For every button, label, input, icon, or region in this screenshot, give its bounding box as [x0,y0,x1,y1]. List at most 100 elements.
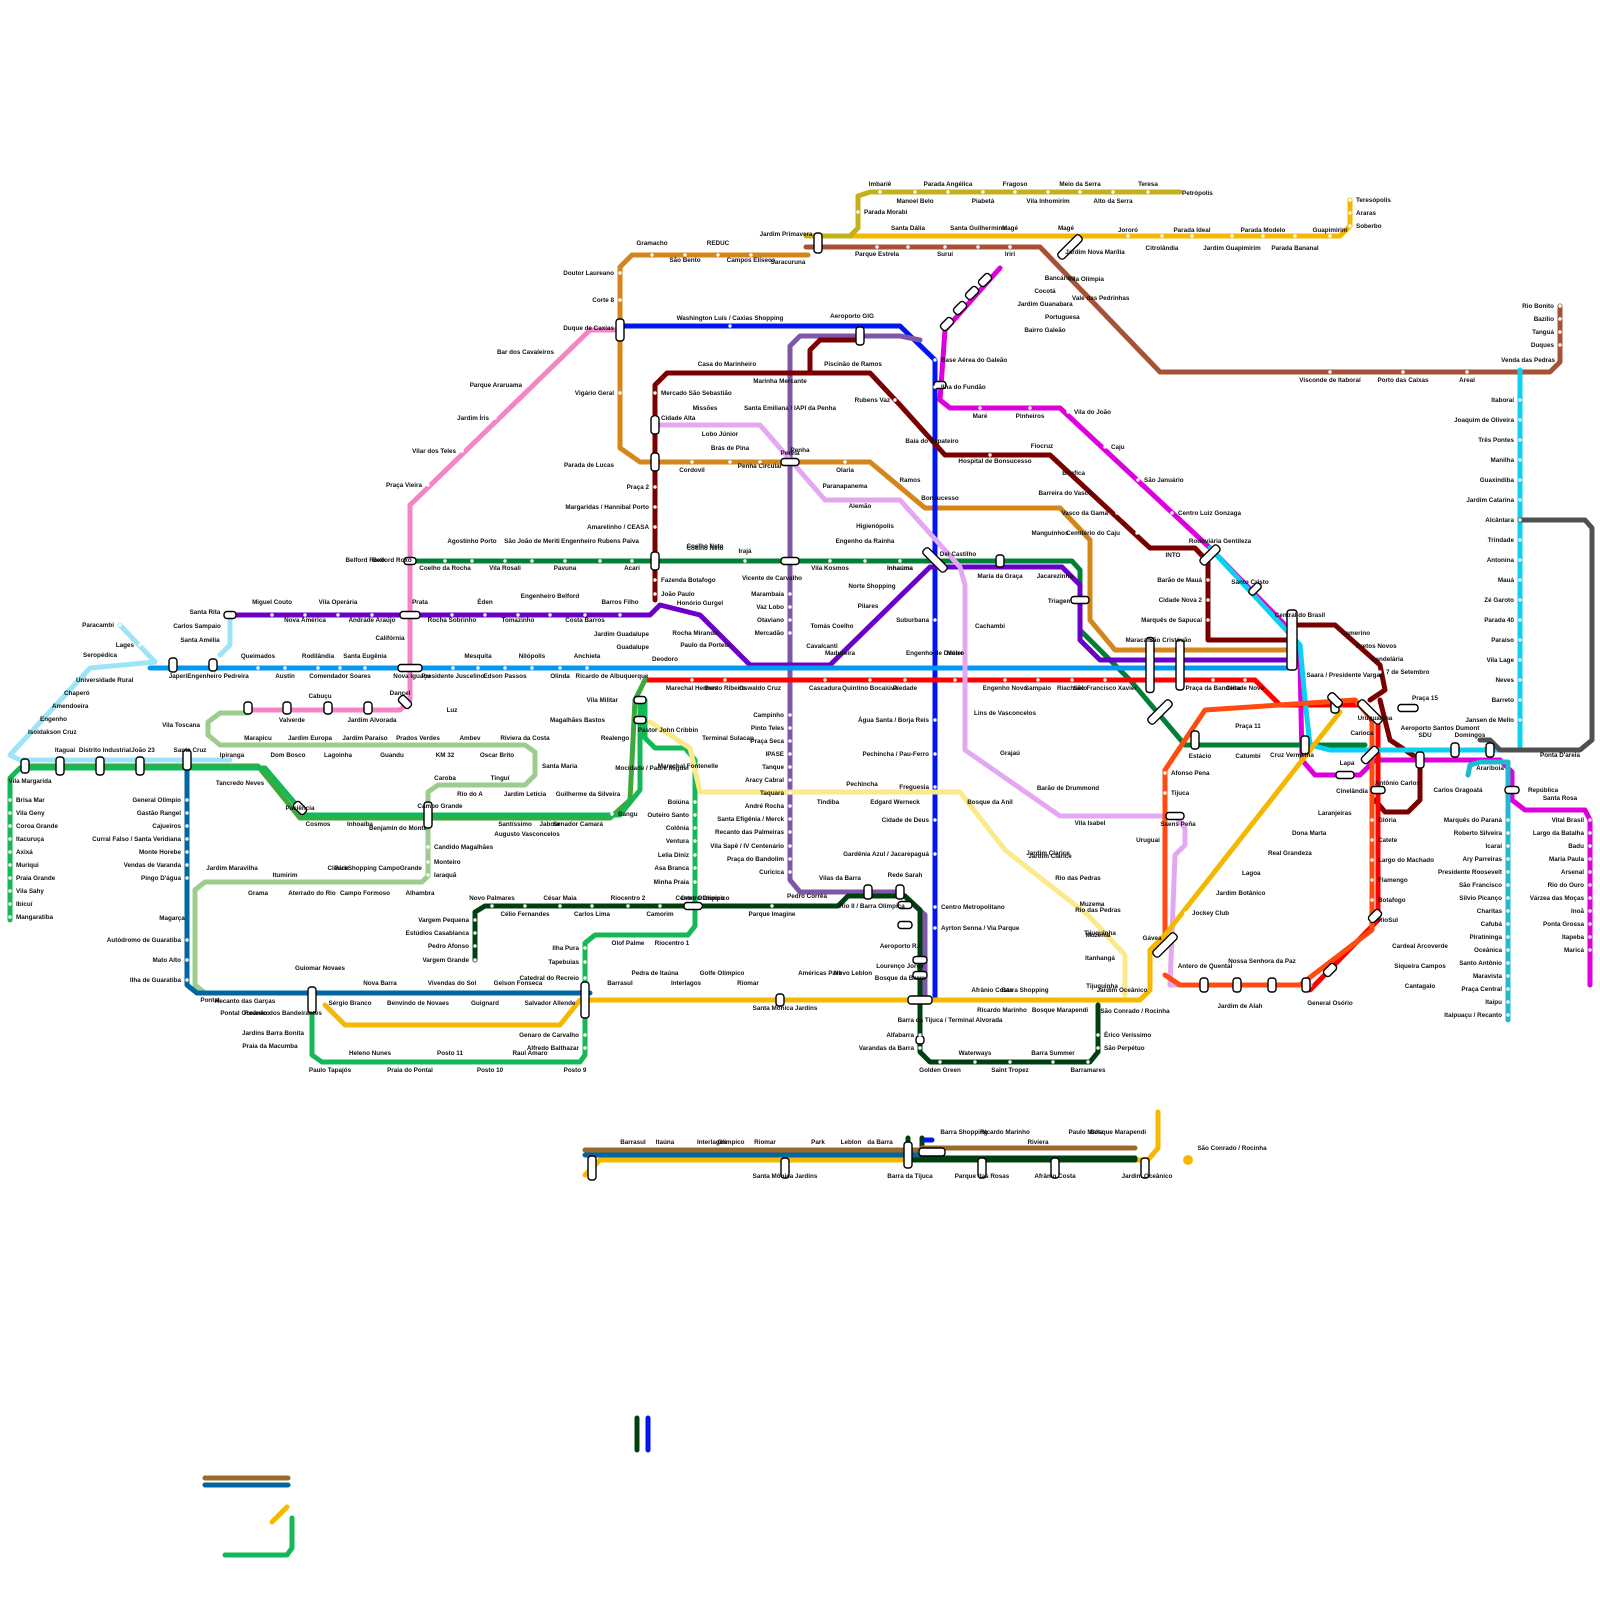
transfer-station[interactable] [922,547,949,574]
transfer-station[interactable] [897,920,913,930]
transfer-station[interactable] [650,551,660,571]
station-label: Deodoro [652,656,678,663]
station-label: Guignard [471,1000,499,1007]
station-dot [1051,1060,1055,1064]
station-dot [933,785,937,789]
station-label: Parque Araruama [470,382,523,389]
transfer-station[interactable] [1152,932,1179,959]
transfer-station[interactable] [683,901,703,911]
transfer-station[interactable] [168,657,178,673]
transfer-station[interactable] [912,955,928,965]
transfer-station[interactable] [918,1147,946,1157]
transfer-station[interactable] [939,316,955,332]
station-label: Olímpico [718,1139,745,1146]
transfer-station[interactable] [1450,742,1460,758]
transfer-station[interactable] [1140,1157,1150,1179]
transfer-station[interactable] [1322,962,1338,978]
station-label: Silvio Picanço [1459,895,1502,902]
station-label: Piedade [893,685,918,692]
station-label: Duques [1531,342,1555,349]
transfer-station[interactable] [397,694,413,710]
transfer-station[interactable] [1050,1157,1060,1179]
transfer-station[interactable] [1301,977,1311,993]
transfer-station[interactable] [633,695,647,705]
station-label: Itumirim [273,872,298,879]
transfer-station[interactable] [1485,742,1495,758]
transfer-station[interactable] [323,701,333,715]
transfer-station[interactable] [399,610,421,620]
transfer-station[interactable] [55,756,65,776]
station-dot [590,904,594,908]
transfer-station[interactable] [977,1157,987,1179]
transfer-station[interactable] [895,884,905,900]
transfer-station[interactable] [912,970,928,980]
transfer-station[interactable] [995,554,1005,568]
transfer-station[interactable] [1147,699,1174,726]
transfer-station[interactable] [1199,544,1222,567]
transfer-station[interactable] [1175,639,1185,691]
station-label: Visconde de Itaboraí [1299,377,1361,384]
transfer-station[interactable] [977,272,993,288]
transfer-station[interactable] [615,318,625,342]
transfer-station[interactable] [1327,692,1344,709]
transfer-station[interactable] [780,1157,790,1179]
transfer-station[interactable] [1370,785,1386,795]
transfer-station[interactable] [1415,751,1425,769]
station-label: Lages [116,642,135,649]
transfer-station[interactable] [813,232,823,254]
transfer-station[interactable] [1248,582,1263,597]
station-dot [653,505,657,509]
transfer-station[interactable] [1165,811,1185,821]
station-label: Penha [791,447,810,454]
transfer-station[interactable] [182,749,192,771]
station-label: Base Aérea do Galeão [941,357,1007,364]
transfer-station[interactable] [587,1155,597,1181]
transfer-station[interactable] [1504,785,1520,795]
transfer-station[interactable] [952,300,968,316]
transfer-station[interactable] [208,658,218,672]
station-label: Grama [248,890,268,897]
transfer-station[interactable] [363,701,373,715]
transfer-station[interactable] [223,610,237,620]
transfer-station[interactable] [964,285,980,301]
transfer-station[interactable] [855,326,865,346]
transfer-station[interactable] [780,556,800,566]
transfer-station[interactable] [863,884,873,900]
transfer-station[interactable] [1070,595,1090,605]
transfer-station[interactable] [775,993,785,1007]
transfer-station[interactable] [292,800,308,816]
transfer-station[interactable] [915,1035,925,1045]
transfer-station[interactable] [20,758,30,774]
transfer-station[interactable] [1145,636,1155,694]
transfer-station[interactable] [397,663,423,673]
transfer-station[interactable] [933,380,947,390]
transfer-station[interactable] [1360,745,1380,765]
transfer-station[interactable] [1232,977,1242,993]
transfer-station[interactable] [1300,735,1310,755]
transfer-station[interactable] [650,415,660,435]
transfer-station[interactable] [307,986,317,1014]
transfer-station[interactable] [1397,703,1419,713]
transfer-station[interactable] [423,801,433,829]
transfer-station[interactable] [650,452,660,472]
transfer-station[interactable] [135,756,145,776]
transfer-station[interactable] [1199,977,1209,993]
transfer-station[interactable] [1357,699,1384,726]
transfer-station[interactable] [903,1141,913,1169]
transfer-station[interactable] [95,756,105,776]
transfer-station[interactable] [1190,730,1200,750]
transfer-station[interactable] [243,701,253,715]
transfer-station[interactable] [907,995,933,1005]
transfer-station[interactable] [282,701,292,715]
transfer-station[interactable] [1267,977,1277,993]
station-label: Célio Fernandes [501,911,550,918]
transfer-station[interactable] [1057,234,1084,261]
transfer-station[interactable] [1335,770,1355,780]
station-label: Fazenda Botafogo [661,577,716,584]
transfer-station[interactable] [403,556,417,566]
transfer-station[interactable] [897,900,913,910]
transfer-station[interactable] [1286,609,1298,671]
transfer-station[interactable] [580,981,590,1019]
transfer-station[interactable] [633,715,647,725]
legend-green [222,1515,295,1558]
